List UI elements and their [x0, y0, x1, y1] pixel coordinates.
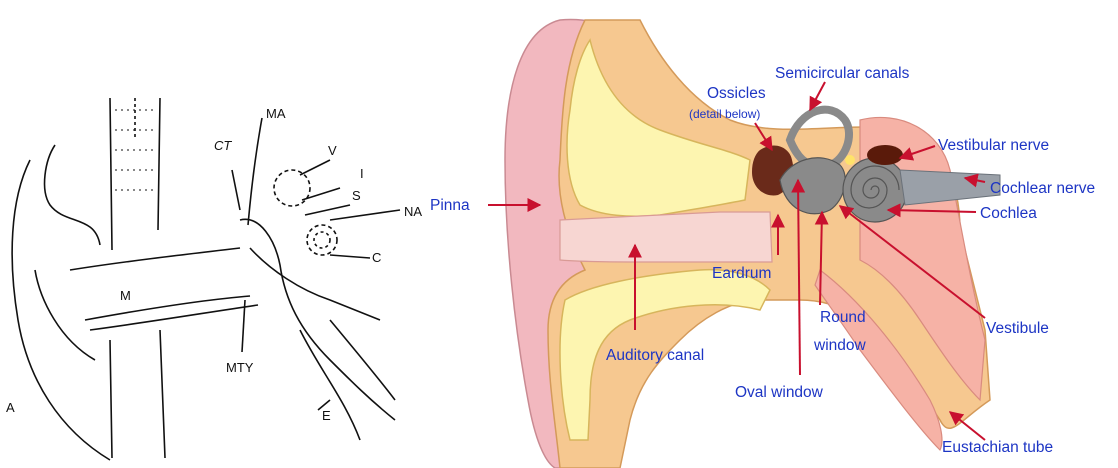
- label-round-window-2: window: [813, 337, 866, 354]
- label-vestibular-nerve: Vestibular nerve: [938, 137, 1049, 154]
- label-cochlea: Cochlea: [980, 205, 1037, 222]
- label-MA: MA: [266, 106, 286, 121]
- left-ear-canal: [70, 248, 240, 270]
- label-C: C: [372, 250, 381, 265]
- label-MTY: MTY: [226, 360, 254, 375]
- label-eustachian-tube: Eustachian tube: [942, 439, 1053, 456]
- label-round-window-1: Round: [820, 309, 866, 326]
- label-NA: NA: [404, 204, 422, 219]
- label-ossicles-note: (detail below): [689, 107, 760, 121]
- label-vestibule: Vestibule: [986, 320, 1049, 337]
- label-semicircular-canals: Semicircular canals: [775, 65, 910, 82]
- label-M: M: [120, 288, 131, 303]
- label-pinna: Pinna: [430, 197, 470, 214]
- label-V: V: [328, 143, 337, 158]
- left-ear-drawing: [12, 98, 400, 460]
- nerve-bundle: [900, 170, 1000, 205]
- ear-canal-shape: [560, 212, 772, 262]
- label-A: A: [6, 400, 15, 415]
- label-CT: CT: [214, 138, 232, 153]
- label-ossicles: Ossicles: [707, 85, 766, 102]
- label-S: S: [352, 188, 361, 203]
- label-auditory-canal: Auditory canal: [606, 347, 704, 364]
- label-oval-window: Oval window: [735, 384, 824, 401]
- label-E: E: [322, 408, 331, 423]
- label-cochlear-nerve: Cochlear nerve: [990, 180, 1095, 197]
- left-auricle-outline: [12, 160, 110, 460]
- label-I: I: [360, 166, 364, 181]
- label-eardrum: Eardrum: [712, 265, 771, 282]
- left-bone-column: [110, 98, 160, 250]
